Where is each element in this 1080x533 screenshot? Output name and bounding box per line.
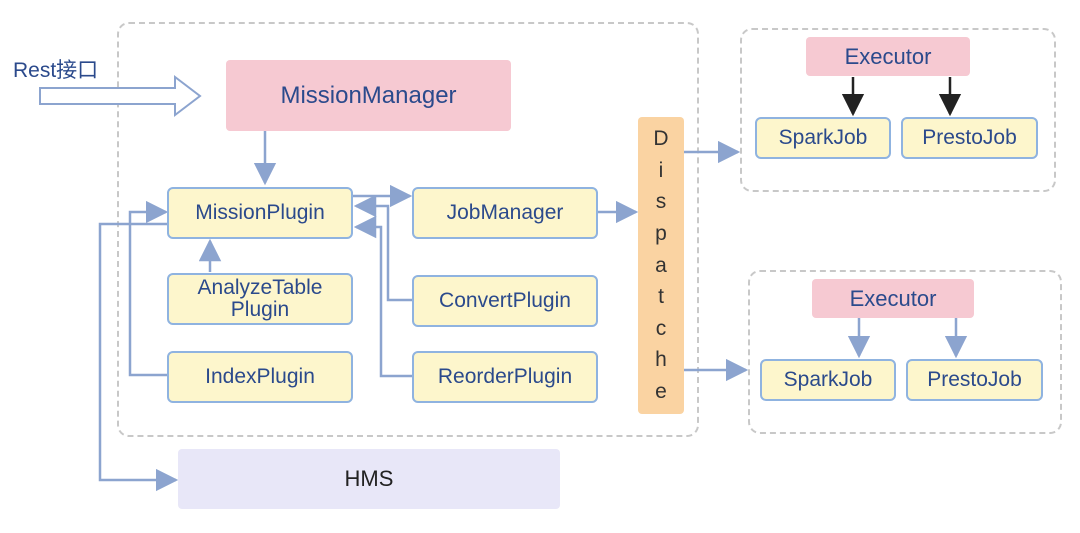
dispatche-letter: i <box>658 158 664 182</box>
executor-box-bottom: Executor <box>812 279 974 318</box>
mission-plugin-box: MissionPlugin <box>167 187 353 239</box>
dispatche-letter: D <box>653 127 669 150</box>
main-frame <box>117 22 699 437</box>
analyze-table-plugin-line2: Plugin <box>230 298 290 321</box>
analyze-table-plugin-line1: AnalyzeTable <box>197 276 323 299</box>
executor-frame-bottom <box>748 270 1062 434</box>
dispatche-letter: t <box>658 285 664 309</box>
dispatche-letter: c <box>655 316 667 340</box>
rest-label: Rest接口 <box>13 59 99 82</box>
spark-job-box-top: SparkJob <box>755 117 891 159</box>
analyze-table-plugin-box: AnalyzeTable Plugin <box>167 273 353 325</box>
index-plugin-box: IndexPlugin <box>167 351 353 403</box>
dispatche-box: D i s p a t c h e <box>638 117 684 414</box>
rest-hollow-arrow <box>39 74 202 118</box>
dispatche-letter: s <box>655 190 667 214</box>
arrow-index-to-plugin <box>128 200 169 377</box>
executor-box-top: Executor <box>806 37 970 76</box>
hms-box: HMS <box>178 449 560 509</box>
arrow-convert-to-plugin <box>353 194 412 302</box>
dispatche-letter: h <box>655 348 667 372</box>
arrow-plugin-to-hms <box>98 222 179 492</box>
spark-job-box-bottom: SparkJob <box>760 359 896 401</box>
mission-manager-box: MissionManager <box>226 60 511 131</box>
convert-plugin-box: ConvertPlugin <box>412 275 598 327</box>
dispatche-letter: e <box>655 380 667 403</box>
arrow-reorder-to-plugin <box>353 215 412 378</box>
dispatche-letter: a <box>655 253 667 277</box>
presto-job-box-top: PrestoJob <box>901 117 1038 159</box>
presto-job-box-bottom: PrestoJob <box>906 359 1043 401</box>
job-manager-box: JobManager <box>412 187 598 239</box>
dispatche-letter: p <box>655 221 667 245</box>
reorder-plugin-box: ReorderPlugin <box>412 351 598 403</box>
executor-frame-top <box>740 28 1056 192</box>
